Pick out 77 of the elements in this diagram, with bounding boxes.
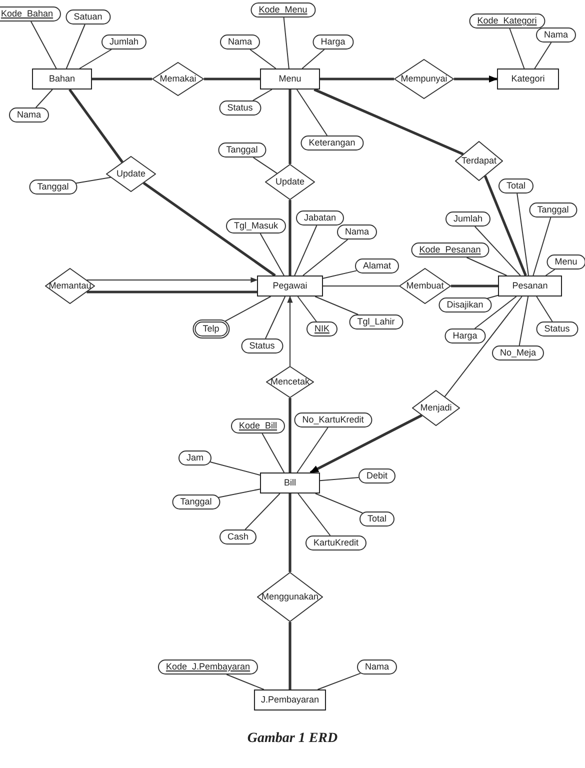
connector-line xyxy=(288,200,292,276)
entity-box: Menu xyxy=(260,68,320,90)
connector-line xyxy=(244,493,280,530)
entity-box: J.Pembayaran xyxy=(254,690,326,710)
connector-line xyxy=(288,622,292,690)
connector-line xyxy=(486,294,498,299)
relationship-label: Mempunyai xyxy=(400,74,448,84)
connector-line xyxy=(204,78,260,80)
entity-box: Bill xyxy=(260,472,320,494)
relationship-label: Memantau xyxy=(48,280,92,292)
connector-line xyxy=(262,433,285,473)
connector-line xyxy=(317,672,361,690)
connector-line xyxy=(252,157,278,174)
connector-line xyxy=(210,462,260,476)
connector-line xyxy=(322,270,358,279)
connector-line xyxy=(68,88,124,163)
connector-line xyxy=(314,493,363,514)
connector-line xyxy=(314,88,464,156)
entity-box: Kategori xyxy=(497,68,559,90)
connector-line xyxy=(250,49,276,69)
connector-line xyxy=(320,78,394,80)
connector-line xyxy=(288,90,292,164)
relationship-label: Memakai xyxy=(158,74,198,84)
connector-line xyxy=(509,28,525,69)
connector-line xyxy=(224,296,272,322)
relationship-label: Membuat xyxy=(405,280,445,292)
connector-line xyxy=(30,21,57,69)
relationship-label: Menjadi xyxy=(419,402,453,414)
relationship-label: Update xyxy=(115,168,147,180)
connector-line xyxy=(86,290,257,294)
connector-line xyxy=(226,674,264,690)
arrow xyxy=(287,296,293,366)
connector-line xyxy=(484,175,527,276)
connector-line xyxy=(79,49,112,69)
connector-line xyxy=(314,296,359,315)
connector-line xyxy=(294,225,318,276)
relationship-label: Terdapat xyxy=(460,156,498,166)
relationship-label: Update xyxy=(274,176,306,188)
connector-line xyxy=(302,239,348,276)
connector-line xyxy=(92,78,152,80)
connector-line xyxy=(474,296,517,329)
connector-line xyxy=(283,17,290,69)
connector-line xyxy=(444,296,522,398)
connector-line xyxy=(297,296,317,322)
connector-line xyxy=(466,257,508,276)
arrow xyxy=(86,277,258,283)
entity-box: Pegawai xyxy=(257,276,323,296)
connector-line xyxy=(75,176,112,184)
connector-line xyxy=(474,226,521,276)
connector-line xyxy=(298,493,331,536)
connector-line xyxy=(545,269,556,276)
connector-line xyxy=(518,296,529,346)
relationship-label: Mencetak xyxy=(269,376,311,388)
connector-line xyxy=(218,488,260,498)
connector-line xyxy=(320,477,360,482)
entity-box: Pesanan xyxy=(498,276,562,296)
connector-line xyxy=(288,398,292,472)
figure-caption: Gambar 1 ERD xyxy=(246,731,339,747)
connector-line xyxy=(252,89,272,101)
connector-line xyxy=(260,233,284,276)
connector-line xyxy=(66,24,86,69)
connector-line xyxy=(265,296,286,339)
connector-line xyxy=(516,193,529,276)
connector-line xyxy=(302,49,325,69)
connector-line xyxy=(451,284,498,288)
connector-line xyxy=(532,217,552,276)
connector-line xyxy=(142,182,276,277)
relationship-label: Menggunakan xyxy=(260,592,320,602)
connector-line xyxy=(534,42,552,69)
connector-line xyxy=(288,494,292,572)
connector-line xyxy=(536,296,553,322)
connector-line xyxy=(296,89,328,136)
entity-box: Bahan xyxy=(32,68,92,90)
connector-line xyxy=(296,427,328,473)
arrow xyxy=(310,414,422,474)
connector-line xyxy=(35,89,53,108)
arrow xyxy=(454,75,498,83)
